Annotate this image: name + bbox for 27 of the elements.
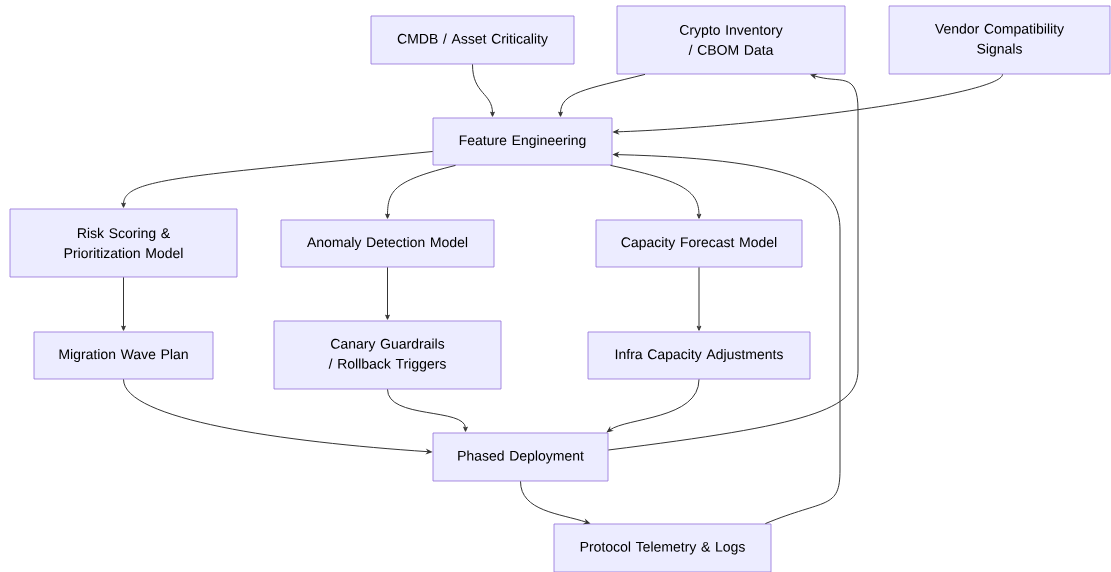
arrow <box>520 480 590 525</box>
arrow <box>121 276 126 331</box>
arrow <box>387 388 468 432</box>
process-box: CMDB / Asset Criticality <box>370 15 575 65</box>
process-box: Vendor Compatibility Signals <box>888 5 1111 75</box>
arrow <box>123 378 432 454</box>
arrow <box>613 152 841 525</box>
arrow <box>606 378 700 433</box>
arrow <box>607 73 859 451</box>
arrow <box>696 266 702 331</box>
arrow <box>610 164 702 219</box>
process-box: Infra Capacity Adjustments <box>587 331 811 380</box>
process-box: Crypto Inventory / CBOM Data <box>616 5 846 75</box>
process-box: Protocol Telemetry & Logs <box>553 523 772 572</box>
arrow <box>613 73 1003 135</box>
process-box: Capacity Forecast Model <box>595 219 803 268</box>
arrow <box>385 164 456 219</box>
arrow <box>558 73 646 117</box>
process-box: Phased Deployment <box>432 432 609 482</box>
arrow <box>121 151 434 208</box>
process-box: Migration Wave Plan <box>33 331 214 380</box>
process-box: Risk Scoring & Prioritization Model <box>9 208 238 278</box>
process-box: Anomaly Detection Model <box>280 219 495 268</box>
arrow <box>385 266 390 320</box>
process-box: Feature Engineering <box>432 117 613 166</box>
process-box: Canary Guardrails / Rollback Triggers <box>273 320 502 390</box>
arrow <box>472 63 495 117</box>
